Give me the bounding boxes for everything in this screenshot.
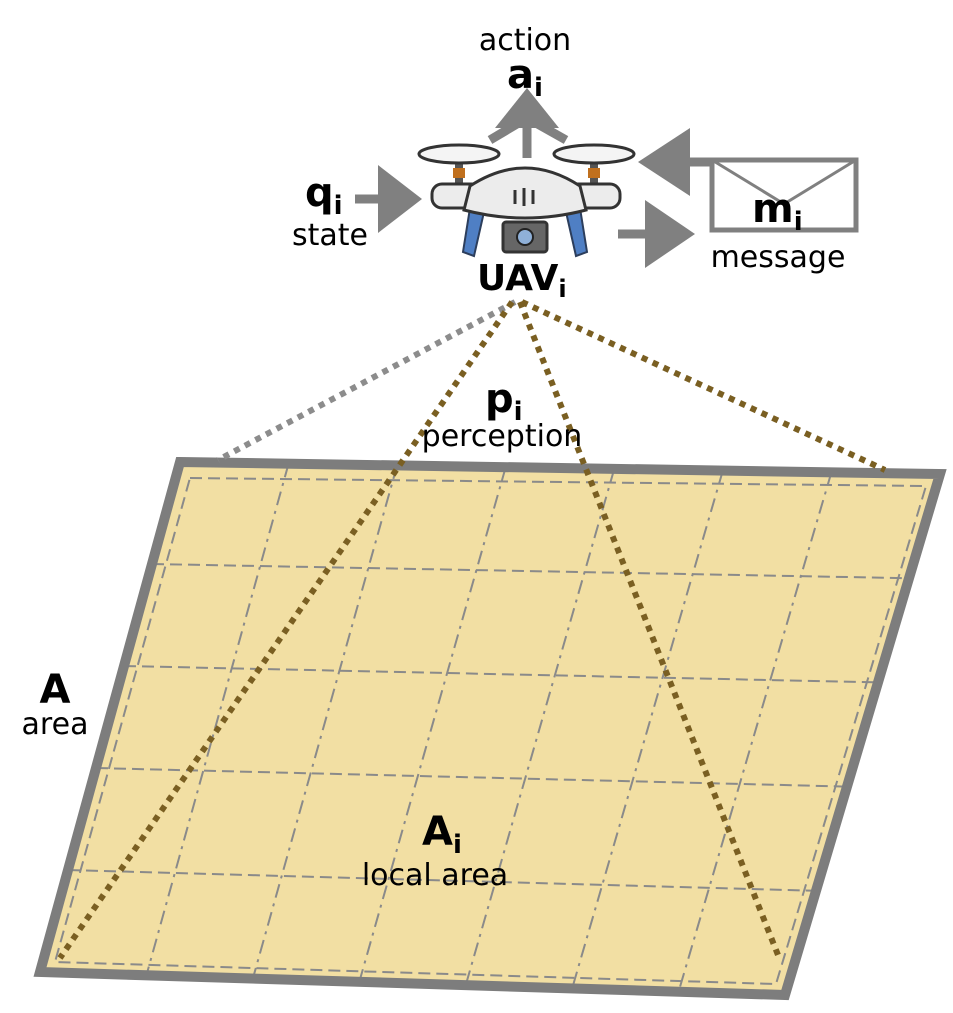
perception-symbol-main: p xyxy=(485,376,514,422)
perception-label: pi perception xyxy=(422,376,583,454)
state-symbol-sub: i xyxy=(334,191,343,221)
message-in-arrow-icon xyxy=(638,128,712,196)
uav-symbol-sub: i xyxy=(558,275,566,303)
state-word: state xyxy=(292,218,368,253)
local-area-word: local area xyxy=(362,858,508,893)
perception-line-inner-left xyxy=(57,300,515,960)
area-border xyxy=(33,456,947,1001)
message-out-arrow-icon xyxy=(618,200,695,268)
grid-horizontal-line-1 xyxy=(151,563,910,580)
area-fill xyxy=(40,462,940,995)
state-label: qi state xyxy=(292,170,368,253)
perception-cone xyxy=(57,299,887,960)
perception-word: perception xyxy=(422,419,583,454)
local-area-label: Ai local area xyxy=(362,809,508,893)
drone-icon xyxy=(417,143,636,258)
message-word: message xyxy=(711,240,846,275)
state-symbol-main: q xyxy=(305,170,334,216)
grid-vertical-line-3 xyxy=(358,466,507,983)
grid-vertical-line-4 xyxy=(464,468,616,986)
local-area-symbol: Ai xyxy=(422,809,462,860)
grid-vertical-line-1 xyxy=(145,463,290,976)
state-symbol: qi xyxy=(305,170,343,221)
message-label: mi message xyxy=(711,186,846,275)
action-symbol-main: a xyxy=(507,52,534,98)
action-arrow-icon xyxy=(487,88,569,158)
message-symbol: mi xyxy=(752,186,803,237)
envelope-icon xyxy=(709,157,859,233)
uav-symbol-main: UAV xyxy=(477,258,559,299)
grid-horizontal-line-4 xyxy=(67,869,817,892)
grid-inner-border xyxy=(53,476,928,986)
message-symbol-sub: i xyxy=(794,207,803,237)
perception-line-left xyxy=(216,299,517,463)
area-symbol: A xyxy=(40,667,71,713)
perception-symbol-sub: i xyxy=(514,397,523,427)
area-grid xyxy=(53,463,928,992)
grid-vertical-line-6 xyxy=(677,472,833,992)
action-word: action xyxy=(479,23,571,58)
action-label: action ai xyxy=(479,23,571,103)
local-area-symbol-sub: i xyxy=(453,830,462,860)
action-symbol: ai xyxy=(507,52,543,103)
area-word: area xyxy=(22,707,89,742)
local-area-symbol-main: A xyxy=(422,809,453,855)
uav-label: UAVi xyxy=(477,258,567,303)
area-label: A area xyxy=(22,667,89,742)
perception-line-inner-right xyxy=(517,300,781,957)
area-region xyxy=(33,456,947,1001)
state-arrow-icon xyxy=(355,165,422,233)
action-symbol-sub: i xyxy=(534,73,543,103)
message-symbol-main: m xyxy=(752,186,794,232)
grid-vertical-line-5 xyxy=(571,470,724,989)
perception-symbol: pi xyxy=(485,376,523,427)
uav-symbol: UAVi xyxy=(477,258,567,303)
arrows xyxy=(355,88,712,268)
grid-vertical-line-2 xyxy=(251,465,399,979)
